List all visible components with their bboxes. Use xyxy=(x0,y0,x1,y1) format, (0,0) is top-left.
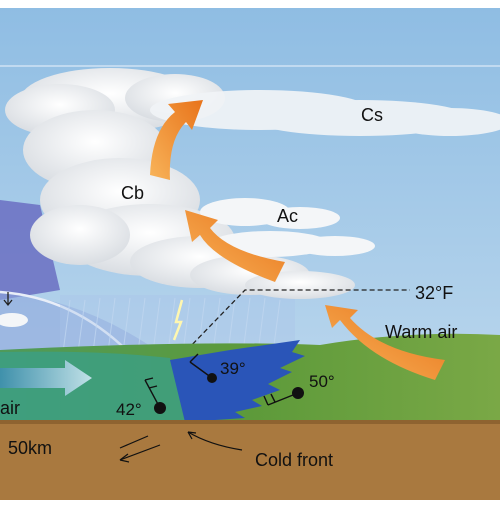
label-warm-air: Warm air xyxy=(385,322,458,342)
altocumulus-cloud xyxy=(200,198,375,257)
label-cold-air: air xyxy=(0,398,21,418)
small-cloud xyxy=(0,313,28,327)
station-50 xyxy=(263,387,304,406)
label-temp-39: 39° xyxy=(220,359,246,378)
cold-air-arrow xyxy=(0,360,92,396)
station-39 xyxy=(189,353,217,383)
sinking-air-arrow xyxy=(3,292,13,307)
distance-pointer xyxy=(119,444,161,461)
cold-front-band xyxy=(170,340,305,422)
cold-air-mass-upper xyxy=(0,200,60,300)
label-ac: Ac xyxy=(277,206,299,226)
warm-air-arrow xyxy=(325,305,445,380)
label-cold-front: Cold front xyxy=(255,450,334,470)
cold-front-pointer xyxy=(187,431,243,451)
cold-front-arrowhead xyxy=(187,431,197,440)
distance-arrowhead xyxy=(119,453,130,463)
label-cb: Cb xyxy=(121,183,145,203)
updraft-arrow-middle xyxy=(185,210,285,282)
station-42 xyxy=(144,377,166,414)
label-cs: Cs xyxy=(361,105,383,125)
label-temp-50: 50° xyxy=(309,372,335,391)
updraft-arrow-upper xyxy=(150,100,203,180)
freezing-level-line xyxy=(139,289,410,356)
top-margin xyxy=(0,0,500,8)
distance-pointer-left xyxy=(119,435,149,449)
lightning-bolt xyxy=(172,299,184,341)
cirrostratus-cloud xyxy=(150,90,500,136)
soil-edge xyxy=(0,420,500,424)
label-temp-42: 42° xyxy=(116,400,142,419)
soil xyxy=(0,420,500,500)
label-distance: 50km xyxy=(8,438,53,458)
label-freezing-line: 32°F xyxy=(415,283,454,303)
